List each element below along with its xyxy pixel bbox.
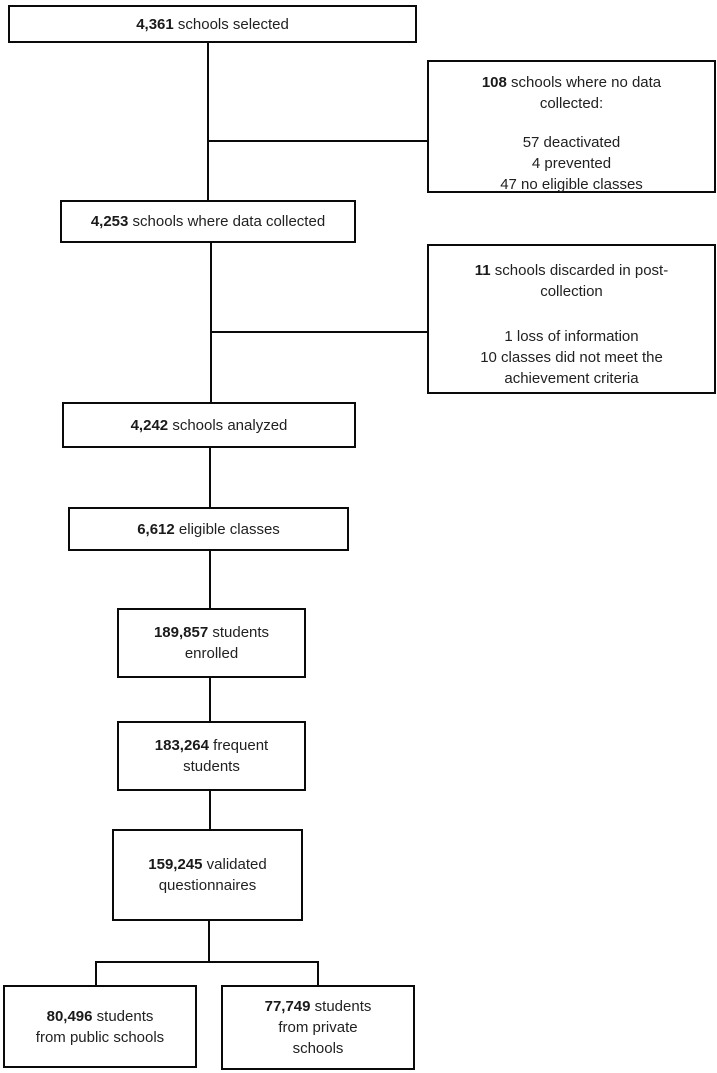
connector-split-to-public	[95, 961, 97, 986]
box-private-schools-text: 77,749 students from private schools	[258, 996, 378, 1059]
schools-analyzed-label: schools analyzed	[172, 416, 288, 434]
box-eligible-classes: 6,612 eligible classes	[68, 507, 349, 551]
connector-selected-to-collected	[207, 43, 209, 201]
private-schools-label: students from private schools	[278, 998, 372, 1057]
students-enrolled-count: 189,857	[153, 624, 209, 641]
schools-analyzed-count: 4,242	[130, 416, 169, 434]
box-public-schools-text: 80,496 students from public schools	[30, 1006, 170, 1048]
box-schools-analyzed: 4,242 schools analyzed	[62, 402, 356, 448]
box-public-schools: 80,496 students from public schools	[3, 985, 197, 1068]
no-data-item-no-eligible-classes: 47 no eligible classes	[500, 176, 643, 193]
discarded-label: schools discarded in post-collection	[494, 262, 669, 300]
students-enrolled-label: students enrolled	[184, 624, 270, 662]
schools-selected-count: 4,361	[136, 15, 174, 33]
public-schools-count: 80,496	[46, 1007, 93, 1025]
no-data-label: schools where no data collected:	[511, 74, 662, 112]
box-eligible-classes-text: 6,612 eligible classes	[137, 519, 280, 540]
box-students-enrolled-text: 189,857 students enrolled	[129, 622, 294, 664]
validated-questionnaires-label: validated questionnaires	[158, 856, 267, 894]
box-schools-analyzed-text: 4,242 schools analyzed	[131, 415, 288, 436]
no-data-item-deactivated: 57 deactivated	[522, 134, 621, 151]
connector-frequent-to-validated	[209, 790, 211, 830]
connector-validated-to-split	[208, 920, 210, 962]
box-frequent-students: 183,264 frequent students	[117, 721, 306, 791]
connector-branch-discarded	[212, 331, 427, 333]
no-data-count: 108	[481, 74, 507, 91]
box-data-collected-text: 4,253 schools where data collected	[91, 211, 325, 232]
data-collected-label: schools where data collected	[132, 213, 326, 230]
box-frequent-students-text: 183,264 frequent students	[129, 735, 294, 777]
connector-split-horizontal	[95, 961, 319, 963]
discarded-item-achievement-criteria: 10 classes did not meet the achievement …	[480, 349, 663, 387]
validated-questionnaires-count: 159,245	[148, 856, 203, 873]
discarded-count: 11	[474, 262, 491, 279]
box-private-schools: 77,749 students from private schools	[221, 985, 415, 1070]
box-schools-selected-text: 4,361 schools selected	[136, 14, 289, 35]
schools-selected-label: schools selected	[177, 15, 289, 33]
sidebox-no-data-heading: 108 schools where no data collected:	[457, 72, 687, 114]
data-collected-count: 4,253	[90, 213, 129, 230]
connector-collected-to-analyzed	[210, 242, 212, 403]
box-students-enrolled: 189,857 students enrolled	[117, 608, 306, 678]
eligible-classes-count: 6,612	[137, 520, 175, 538]
box-validated-questionnaires: 159,245 validated questionnaires	[112, 829, 303, 921]
no-data-item-prevented: 4 prevented	[531, 155, 612, 172]
frequent-students-label: frequent students	[183, 737, 269, 775]
discarded-item-loss-of-information: 1 loss of information	[504, 328, 639, 345]
box-validated-questionnaires-text: 159,245 validated questionnaires	[120, 854, 295, 896]
box-data-collected: 4,253 schools where data collected	[60, 200, 356, 243]
connector-analyzed-to-classes	[209, 447, 211, 508]
frequent-students-count: 183,264	[154, 737, 209, 754]
sidebox-no-data-spacer	[441, 114, 702, 132]
sidebox-discarded-spacer	[441, 302, 702, 326]
sidebox-discarded-heading: 11 schools discarded in post-collection	[457, 260, 687, 302]
private-schools-count: 77,749	[264, 998, 311, 1015]
public-schools-label: students from public schools	[35, 1007, 165, 1046]
eligible-classes-label: eligible classes	[178, 520, 280, 538]
sidebox-no-data-collected: 108 schools where no data collected: 57 …	[427, 60, 716, 193]
box-schools-selected: 4,361 schools selected	[8, 5, 417, 43]
sidebox-discarded-post-collection: 11 schools discarded in post-collection …	[427, 244, 716, 394]
connector-split-to-private	[317, 961, 319, 986]
connector-enrolled-to-frequent	[209, 677, 211, 722]
connector-branch-no-data	[209, 140, 427, 142]
connector-classes-to-enrolled	[209, 550, 211, 609]
